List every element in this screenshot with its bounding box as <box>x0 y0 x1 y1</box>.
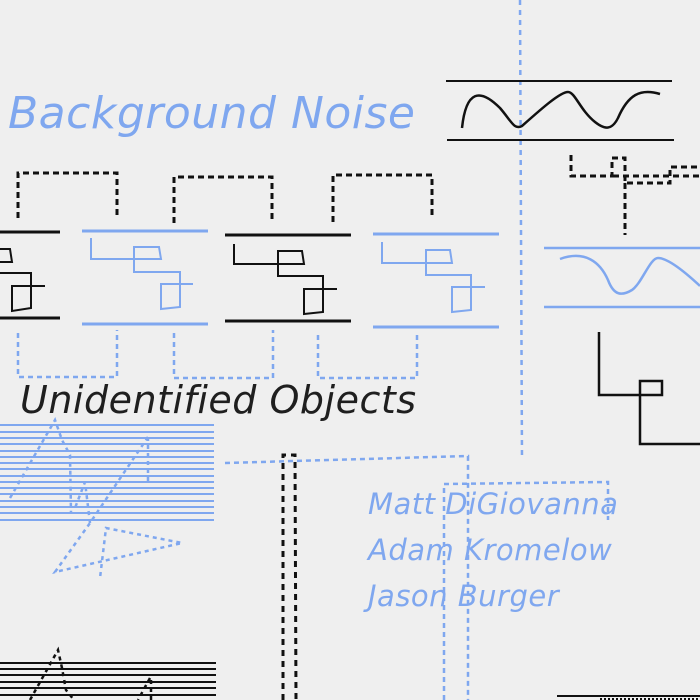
black-staff-lines <box>0 662 216 696</box>
album-title: Background Noise <box>8 88 416 139</box>
black-dashed-scribble <box>28 646 153 700</box>
staff-box-1 <box>0 230 60 320</box>
blue-dotted-scribble <box>8 417 183 579</box>
black-dashed-brackets <box>16 171 434 223</box>
black-dashed-rails <box>281 453 298 700</box>
artist-name: Adam Kromelow <box>368 533 613 567</box>
black-step-shape <box>597 332 700 446</box>
blue-dotted-brackets <box>16 330 419 380</box>
artist-name: Jason Burger <box>368 579 560 613</box>
blue-staff-lines <box>0 424 214 521</box>
staff-box-3 <box>225 233 351 323</box>
staff-box-4 <box>373 232 499 329</box>
blue-dotted-frames <box>224 454 610 700</box>
bottom-ruler <box>557 695 700 700</box>
black-wave-staff <box>446 80 674 141</box>
black-dashed-pipes <box>569 155 700 235</box>
album-subtitle: Unidentified Objects <box>20 378 417 422</box>
blue-dotted-line <box>518 0 524 461</box>
artist-name: Matt DiGiovanna <box>368 487 619 521</box>
staff-box-2 <box>82 229 208 326</box>
blue-wave-staff <box>544 246 700 309</box>
